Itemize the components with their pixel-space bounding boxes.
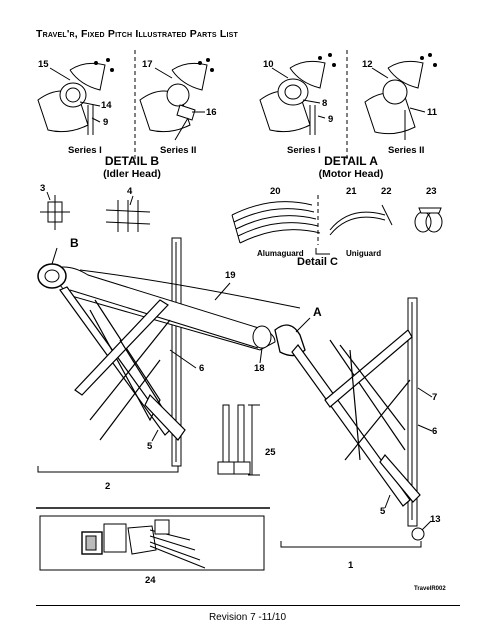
callout-15: 15 bbox=[38, 59, 49, 70]
callout-9-a: 9 bbox=[328, 114, 334, 125]
drawing-reference: TravelR002 bbox=[414, 586, 446, 592]
callout-25: 25 bbox=[265, 447, 276, 458]
label-b-series-2: Series II bbox=[160, 145, 197, 156]
callout-4: 4 bbox=[127, 186, 133, 197]
callout-18: 18 bbox=[254, 363, 265, 374]
detail-b-title: DETAIL B (Idler Head) bbox=[97, 155, 167, 180]
callout-3: 3 bbox=[40, 183, 46, 194]
callout-24: 24 bbox=[145, 575, 156, 586]
callout-19: 19 bbox=[225, 270, 236, 281]
label-a-series-1: Series I bbox=[287, 145, 321, 156]
label-uniguard: Uniguard bbox=[346, 249, 382, 258]
callout-20: 20 bbox=[270, 186, 281, 197]
callout-6-right: 6 bbox=[432, 426, 438, 437]
callout-23: 23 bbox=[426, 186, 437, 197]
callout-22: 22 bbox=[381, 186, 392, 197]
letter-b: B bbox=[70, 236, 79, 250]
callout-9-b: 9 bbox=[103, 117, 109, 128]
callout-7: 7 bbox=[432, 392, 438, 403]
callout-8: 8 bbox=[322, 98, 328, 109]
detail-b-name: DETAIL B bbox=[104, 154, 160, 168]
label-a-series-2: Series II bbox=[388, 145, 425, 156]
letter-a: A bbox=[313, 305, 322, 319]
callout-16: 16 bbox=[206, 107, 217, 118]
callout-6-left: 6 bbox=[199, 363, 205, 374]
callout-5-right: 5 bbox=[380, 506, 386, 517]
page-title: Travel'r, Fixed Pitch Illustrated Parts … bbox=[36, 28, 238, 40]
detail-b-subtitle: (Idler Head) bbox=[103, 168, 161, 180]
callout-2: 2 bbox=[105, 481, 111, 492]
callout-1: 1 bbox=[348, 560, 354, 571]
detail-c-title: Detail C bbox=[297, 256, 338, 268]
footer-divider bbox=[36, 605, 460, 606]
callout-13: 13 bbox=[430, 514, 441, 525]
callout-21: 21 bbox=[346, 186, 357, 197]
label-b-series-1: Series I bbox=[68, 145, 102, 156]
callout-12: 12 bbox=[362, 59, 373, 70]
detail-a-subtitle: (Motor Head) bbox=[318, 168, 384, 180]
callout-14: 14 bbox=[101, 100, 112, 111]
callout-10: 10 bbox=[263, 59, 274, 70]
callout-5-left: 5 bbox=[147, 441, 153, 452]
label-alumaguard: Alumaguard bbox=[257, 249, 304, 258]
detail-a-title: DETAIL A (Motor Head) bbox=[318, 155, 384, 180]
callout-17: 17 bbox=[142, 59, 153, 70]
footer-revision: Revision 7 -11/10 bbox=[208, 612, 287, 623]
detail-a-name: DETAIL A bbox=[324, 154, 378, 168]
callout-11: 11 bbox=[427, 107, 438, 118]
